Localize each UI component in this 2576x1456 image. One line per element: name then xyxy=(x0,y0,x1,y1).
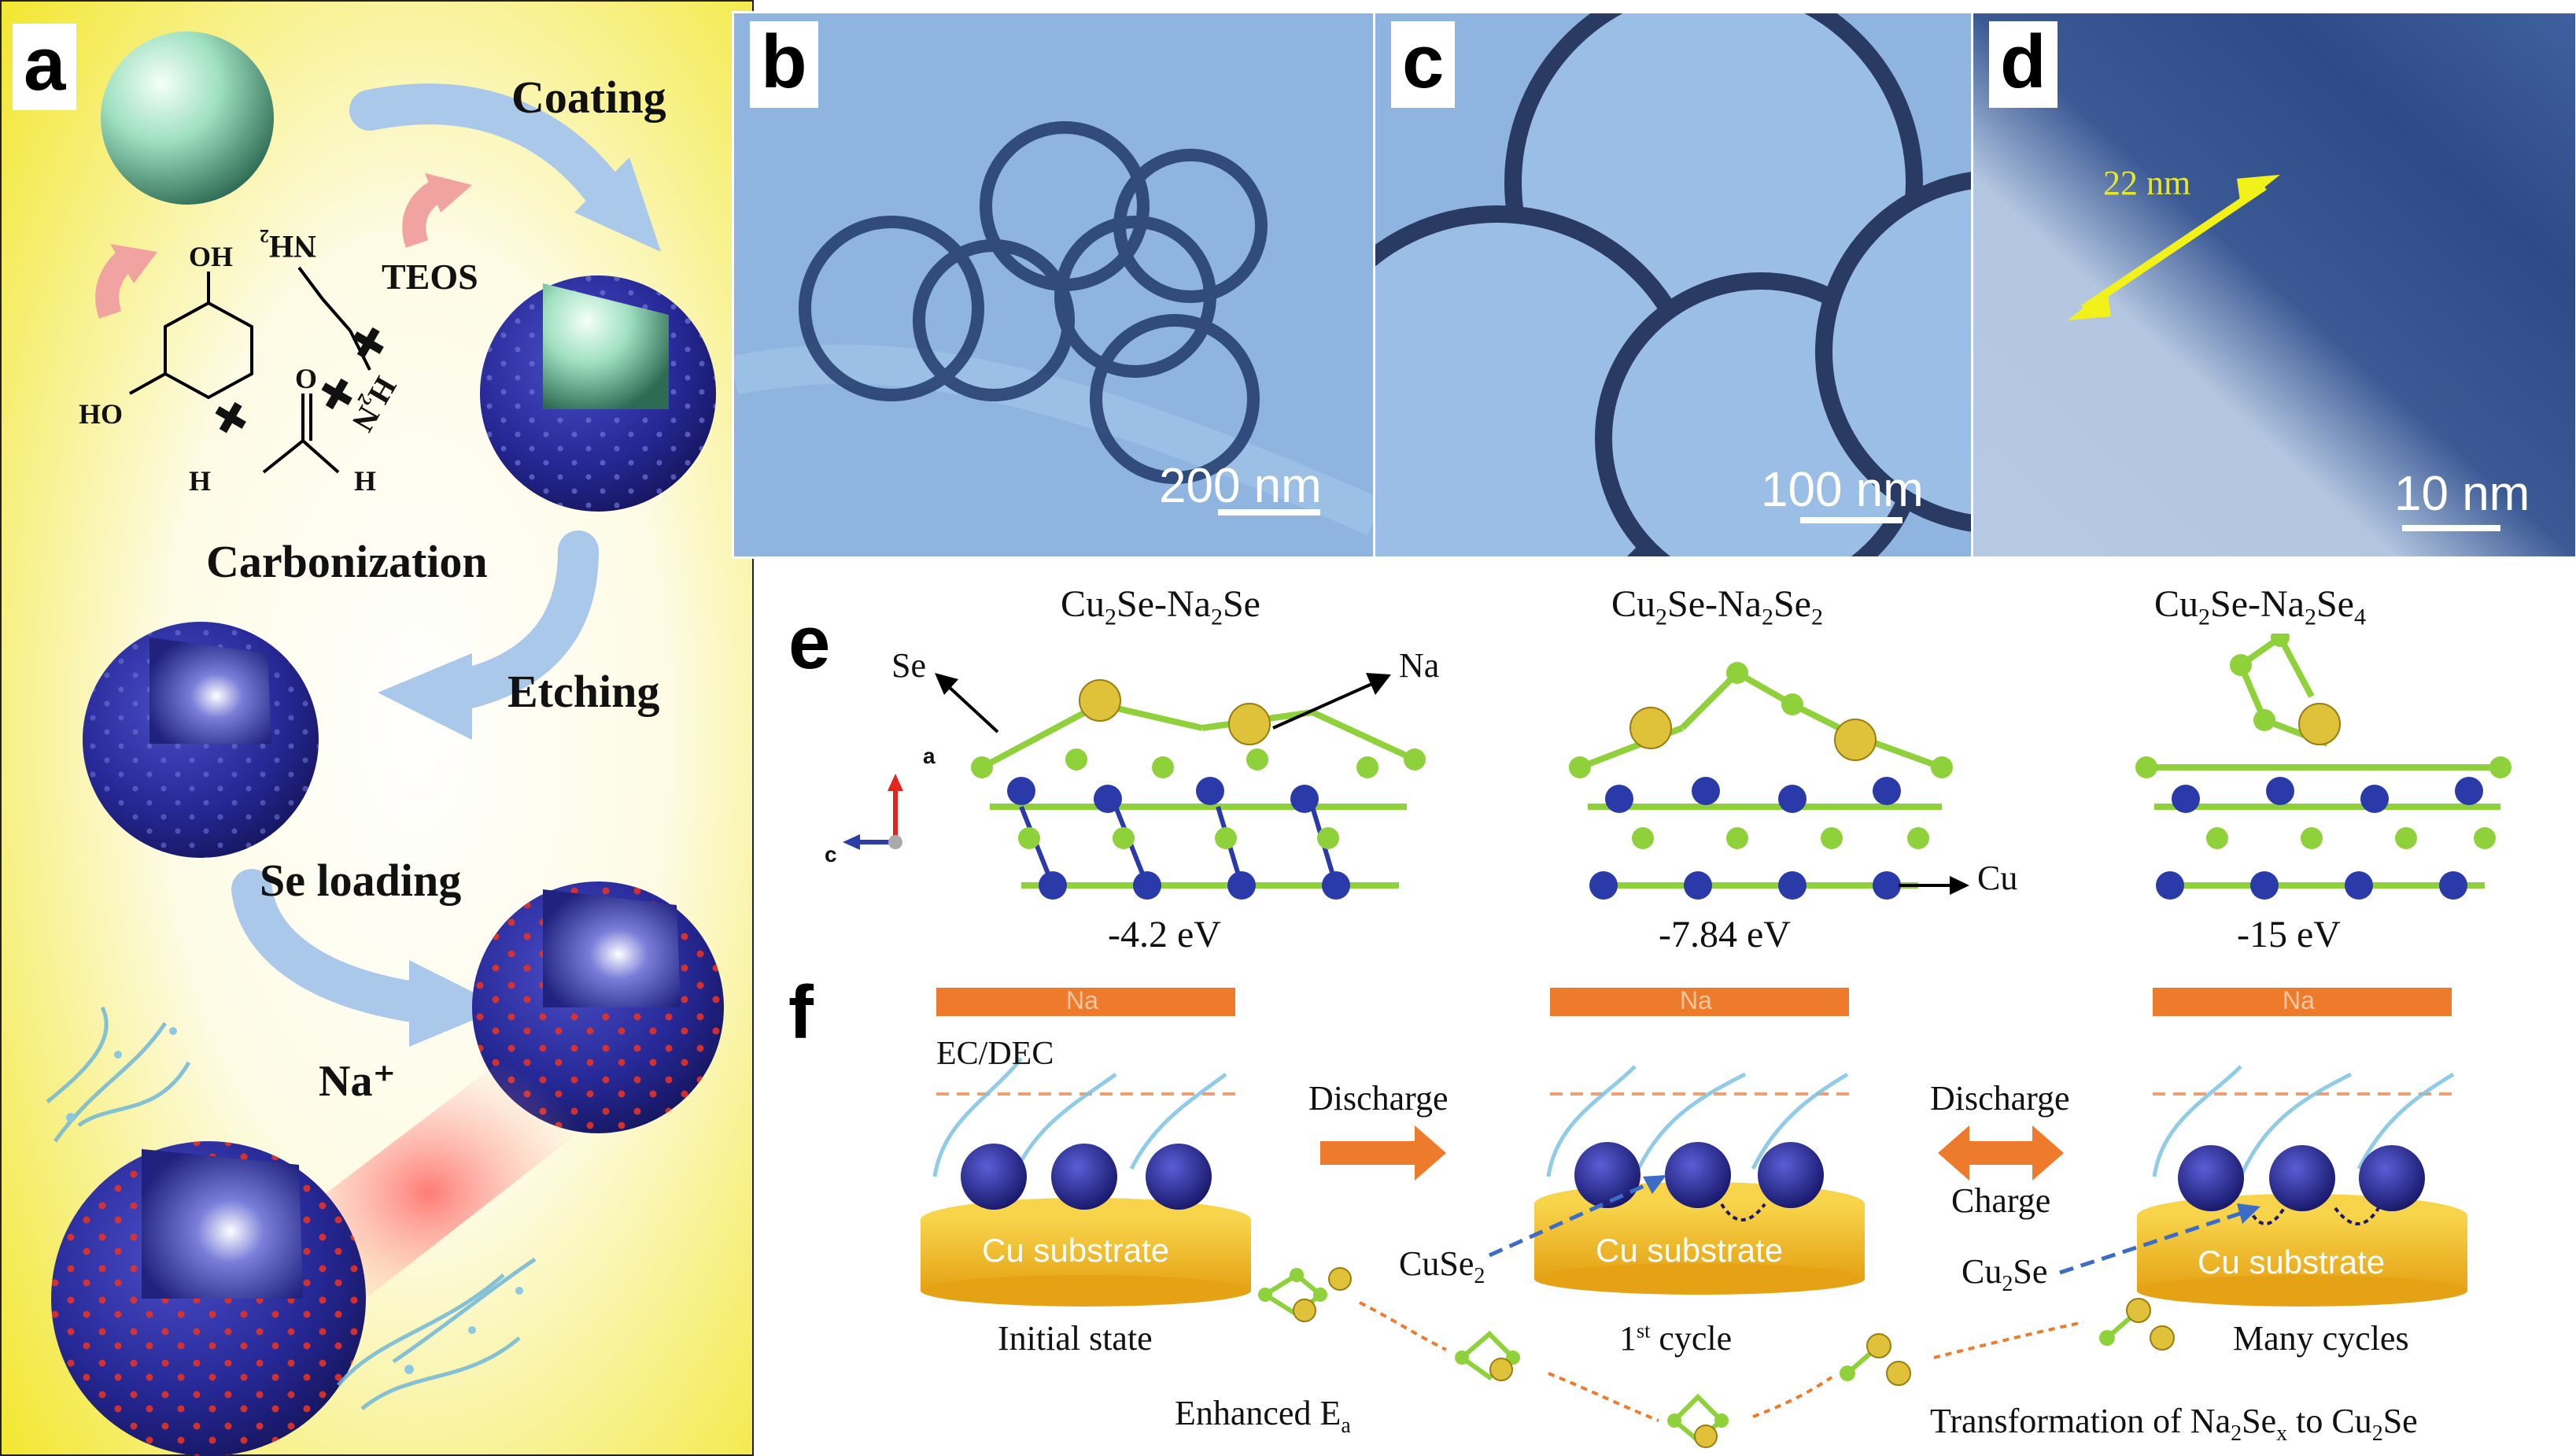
cu2se-label: Cu2Se xyxy=(1962,1251,2047,1297)
reagent-oh: OH xyxy=(189,240,233,273)
axis-c-label: c xyxy=(825,842,837,867)
step-se-loading: Se loading xyxy=(260,854,461,907)
substrate-label-1: Cu substrate xyxy=(982,1232,1169,1269)
step-coating: Coating xyxy=(511,71,666,124)
discharge-label-1: Discharge xyxy=(1308,1078,1449,1118)
panel-c: c 100 nm xyxy=(1373,11,1976,559)
structure-2-title: Cu2Se-Na2Se2 xyxy=(1611,582,1823,631)
cu-pointer xyxy=(1895,874,1973,897)
enhanced-ea-label: Enhanced Ea xyxy=(1175,1393,1351,1439)
structure-1-energy: -4.2 eV xyxy=(1108,913,1221,956)
na-electrode-3: Na xyxy=(2283,986,2315,1015)
reagent-teos: TEOS xyxy=(382,256,478,297)
reagent-nh2: NH₂ xyxy=(260,228,316,265)
scale-bar-c: 100 nm xyxy=(1761,462,1924,518)
structure-2-energy: -7.84 eV xyxy=(1659,913,1791,956)
cuse2-label: CuSe2 xyxy=(1399,1244,1485,1289)
template-sphere xyxy=(101,31,274,205)
scale-bar-b: 200 nm xyxy=(1159,458,1322,514)
state-many-cycles: Many cycles xyxy=(2233,1318,2409,1358)
reagent-o: O xyxy=(295,362,317,395)
sodium-ion-label: Na⁺ xyxy=(319,1055,396,1107)
transformation-label: Transformation of Na2Sex to Cu2Se xyxy=(1930,1401,2418,1447)
substrate-label-3: Cu substrate xyxy=(2198,1244,2385,1281)
thickness-label: 22 nm xyxy=(2103,163,2190,203)
step-etching: Etching xyxy=(507,665,659,718)
panel-a-graphic xyxy=(0,0,754,1456)
panel-a: a Coating Carbonization Etching Se loadi… xyxy=(0,0,754,1456)
structure-1-title: Cu2Se-Na2Se xyxy=(1061,582,1260,631)
structure-3-model xyxy=(2123,634,2532,909)
na-electrode-1: Na xyxy=(1066,986,1098,1015)
na-electrode-2: Na xyxy=(1680,986,1712,1015)
panel-b: b 200 nm xyxy=(732,11,1378,559)
discharge-label-2: Discharge xyxy=(1930,1078,2070,1118)
panel-b-letter: b xyxy=(750,21,818,108)
panel-e-letter: e xyxy=(777,602,841,689)
reagent-h-right: H xyxy=(354,464,376,497)
scale-bar-d: 10 nm xyxy=(2394,466,2530,522)
atom-pointers-1 xyxy=(935,673,1407,767)
state-first-cycle: 1st cycle xyxy=(1619,1318,1732,1358)
charge-label: Charge xyxy=(1951,1181,2050,1221)
panel-c-letter: c xyxy=(1391,21,1455,108)
state-initial: Initial state xyxy=(998,1318,1153,1358)
atom-label-cu: Cu xyxy=(1977,858,2017,898)
atom-label-se: Se xyxy=(891,645,926,686)
substrate-label-2: Cu substrate xyxy=(1596,1232,1783,1269)
panel-d-letter: d xyxy=(1989,21,2057,108)
structure-3-title: Cu2Se-Na2Se4 xyxy=(2154,582,2366,631)
axis-a-label: a xyxy=(923,744,936,769)
panel-a-letter: a xyxy=(13,24,76,110)
panel-f: f xyxy=(754,964,2576,1456)
axis-indicator xyxy=(840,767,950,878)
structure-3-energy: -15 eV xyxy=(2237,913,2341,956)
structure-2-model xyxy=(1556,649,1965,909)
panel-e: e a c Cu2Se-Na2Se Se Na -4.2 eV Cu2Se-Na… xyxy=(754,555,2576,964)
reagent-h-left: H xyxy=(189,464,211,497)
panel-d: d 22 nm 10 nm xyxy=(1971,11,2576,559)
step-carbonization: Carbonization xyxy=(206,535,488,588)
electrolyte-label: EC/DEC xyxy=(936,1035,1054,1073)
reagent-ho: HO xyxy=(79,397,123,431)
